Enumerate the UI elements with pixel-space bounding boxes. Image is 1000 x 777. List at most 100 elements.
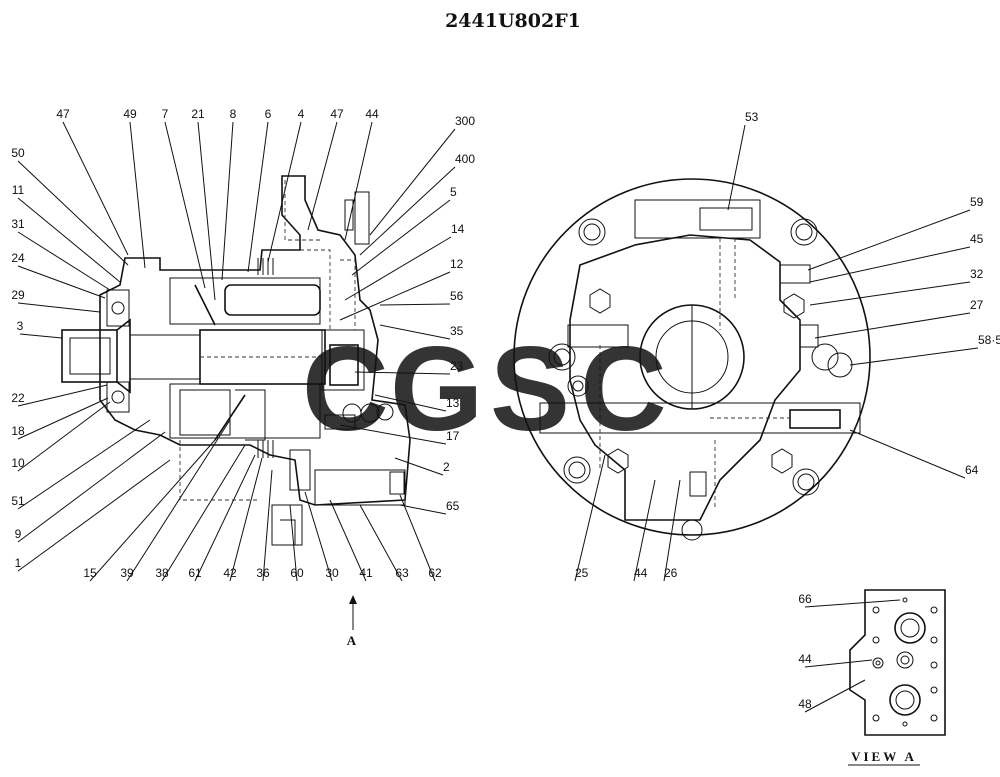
part-callout: 15 [83, 566, 97, 580]
leader-line [344, 121, 373, 241]
view-arrow-a: A [347, 595, 359, 648]
leader-line [17, 384, 108, 407]
part-callout: 36 [256, 566, 270, 580]
leader-line [663, 479, 681, 582]
leader-line [351, 199, 451, 276]
leader-line [89, 439, 216, 582]
part-callout: 26 [664, 566, 678, 580]
part-callout: 44 [365, 107, 379, 121]
part-callout: 6 [265, 107, 272, 121]
end-view [513, 178, 871, 541]
leader-line [17, 265, 106, 299]
part-callout: 42 [223, 566, 237, 580]
part-callout: 44 [634, 566, 648, 580]
part-callout: 12 [450, 257, 464, 271]
drawing-title: 2441U802F1 [445, 10, 581, 32]
part-callout: 62 [428, 566, 442, 580]
part-callout: 18 [11, 424, 25, 438]
leader-line [161, 444, 246, 582]
leader-line [289, 504, 298, 582]
leader-line [247, 121, 269, 273]
part-callout: 400 [455, 152, 475, 166]
part-callout: 8 [230, 107, 237, 121]
leader-line [194, 454, 256, 582]
leader-line [727, 124, 746, 211]
part-callout: 48 [798, 697, 812, 711]
leader-line [809, 281, 971, 306]
part-callout: 53 [745, 110, 759, 124]
leader-line [262, 469, 273, 582]
leader-line [329, 499, 367, 582]
part-callout: 56 [450, 289, 464, 303]
leader-line [807, 209, 971, 271]
part-callout: 29 [11, 288, 25, 302]
part-callout: 3 [17, 319, 24, 333]
leader-line [267, 121, 302, 263]
part-callout: 9 [15, 527, 22, 541]
leader-line [344, 236, 452, 301]
part-callout: 22 [11, 391, 25, 405]
part-callout: 60 [290, 566, 304, 580]
part-callout: 39 [120, 566, 134, 580]
part-callout: 47 [56, 107, 70, 121]
leader-line [17, 160, 129, 266]
leader-line [804, 659, 873, 668]
view-a-title: VIEW A [851, 749, 917, 764]
leader-line [339, 271, 451, 321]
part-callout: 13 [446, 396, 460, 410]
leader-line [354, 371, 451, 375]
leader-line [814, 312, 971, 339]
leader-line [394, 457, 444, 476]
part-callout: 5 [450, 185, 457, 199]
part-callout: 23 [450, 359, 464, 373]
part-callout: 65 [446, 499, 460, 513]
leader-line [17, 459, 171, 572]
leader-line [17, 401, 111, 472]
leader-line [379, 324, 451, 340]
leader-line [221, 121, 234, 281]
leader-line [17, 419, 151, 510]
part-callout: 35 [450, 324, 464, 338]
part-callout: 30 [325, 566, 339, 580]
part-callout: 24 [11, 251, 25, 265]
leader-line [19, 333, 63, 339]
part-callout: 25 [575, 566, 589, 580]
sectional-view [61, 175, 411, 546]
leader-line [197, 121, 216, 301]
part-callout: 4 [298, 107, 305, 121]
part-callout: 41 [359, 566, 373, 580]
view-a-panel: VIEW A [848, 589, 946, 766]
watermark-letter-1: C [302, 322, 389, 456]
part-callout: 31 [11, 217, 25, 231]
leader-line [399, 504, 447, 515]
part-callout: 38 [155, 566, 169, 580]
arrow-a-label: A [347, 633, 359, 648]
leader-line [62, 121, 129, 256]
part-callout: 44 [798, 652, 812, 666]
part-callout: 300 [455, 114, 475, 128]
leader-line [339, 424, 447, 445]
leader-line [804, 599, 901, 608]
leader-line [126, 419, 231, 582]
part-callout: 47 [330, 107, 344, 121]
leader-line [307, 121, 338, 231]
leader-line [164, 121, 206, 289]
leader-line [359, 504, 403, 582]
part-callout: 45 [970, 232, 984, 246]
leader-line [17, 431, 166, 543]
part-callout: 58·59 [978, 333, 1000, 347]
leader-line [399, 494, 436, 582]
part-callout: 50 [11, 146, 25, 160]
leader-line [369, 128, 456, 236]
part-callout: 59 [970, 195, 984, 209]
part-callout: 14 [451, 222, 465, 236]
part-callout: 1 [15, 556, 22, 570]
leader-line [129, 121, 146, 269]
part-callout: 64 [965, 463, 979, 477]
part-callout: 21 [191, 107, 205, 121]
part-callout: 27 [970, 298, 984, 312]
